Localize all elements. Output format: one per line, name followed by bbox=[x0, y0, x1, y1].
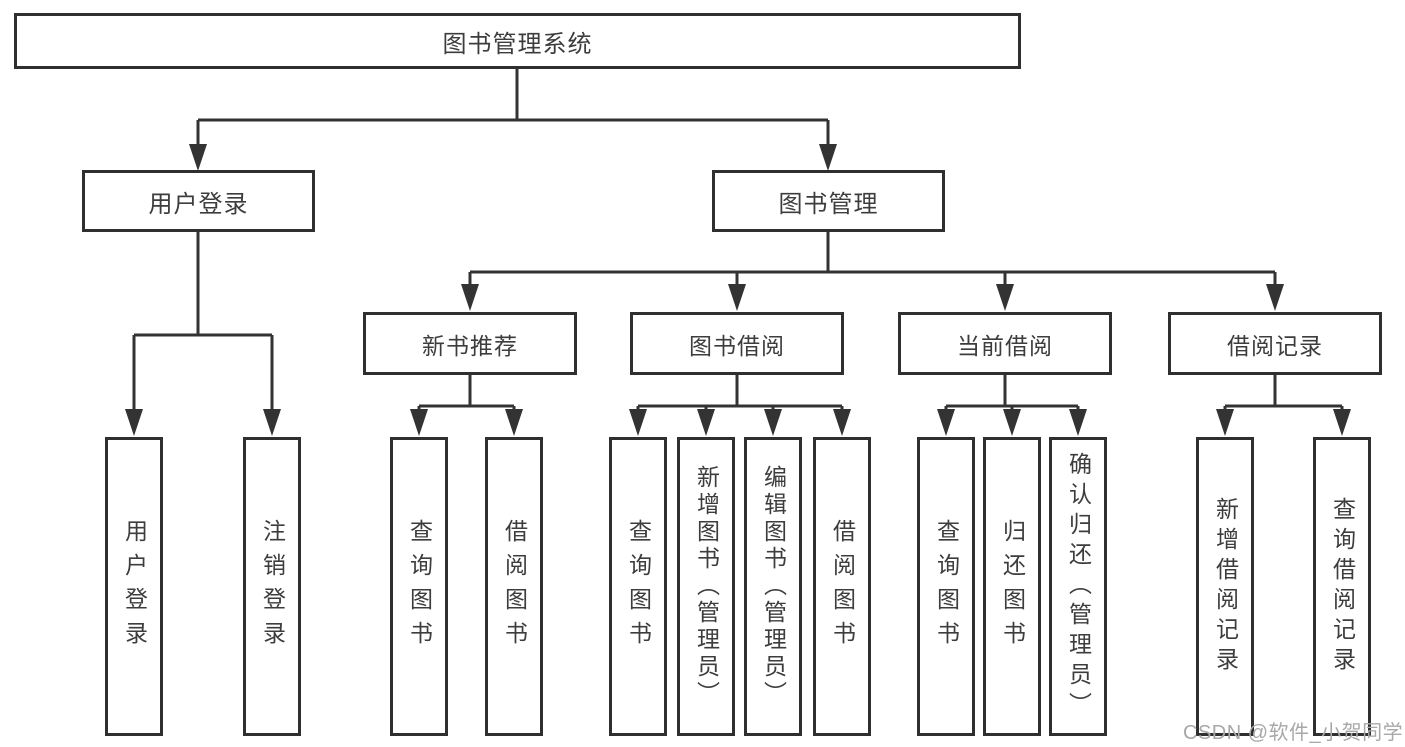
leaf-borrow-books-2: 借阅图书 bbox=[813, 437, 871, 736]
leaf-logout: 注销登录 bbox=[243, 437, 301, 736]
leaf-label: 查询图书 bbox=[933, 518, 960, 655]
node-book-mgmt: 图书管理 bbox=[712, 170, 945, 232]
leaf-label: 确认归还（管理员） bbox=[1065, 451, 1092, 722]
leaf-add-books-admin: 新增图书（管理员） bbox=[677, 437, 735, 736]
arrowhead-icon bbox=[1003, 409, 1021, 436]
leaf-label: 新增图书（管理员） bbox=[693, 465, 720, 708]
leaf-confirm-return-admin: 确认归还（管理员） bbox=[1049, 437, 1107, 736]
arrowhead-icon bbox=[697, 409, 715, 436]
node-current-borrow: 当前借阅 bbox=[898, 312, 1112, 375]
connector-user-login bbox=[132, 232, 274, 411]
arrowhead-icon bbox=[410, 409, 428, 436]
leaf-query-books-1: 查询图书 bbox=[390, 437, 448, 736]
connector-current-borrow bbox=[944, 375, 1080, 411]
leaf-label: 注销登录 bbox=[259, 518, 286, 655]
connector-book-mgmt bbox=[468, 232, 1277, 286]
arrowhead-icon bbox=[263, 409, 281, 436]
connector-new-books bbox=[417, 375, 516, 411]
leaf-borrow-books-1: 借阅图书 bbox=[485, 437, 543, 736]
leaf-label: 归还图书 bbox=[999, 518, 1026, 655]
node-user-login: 用户登录 bbox=[82, 170, 315, 232]
arrowhead-icon bbox=[819, 144, 837, 171]
arrowhead-icon bbox=[1069, 409, 1087, 436]
leaf-query-books-2: 查询图书 bbox=[609, 437, 667, 736]
arrowhead-icon bbox=[1216, 409, 1234, 436]
arrowhead-icon bbox=[996, 284, 1014, 311]
node-book-borrow: 图书借阅 bbox=[630, 312, 844, 375]
node-root: 图书管理系统 bbox=[14, 13, 1021, 69]
watermark: CSDN @软件_小贺同学 bbox=[1183, 722, 1404, 744]
leaf-label: 查询图书 bbox=[406, 518, 433, 655]
leaf-edit-books-admin: 编辑图书（管理员） bbox=[744, 437, 802, 736]
leaf-label: 查询借阅记录 bbox=[1329, 496, 1356, 677]
leaf-label: 借阅图书 bbox=[829, 518, 856, 655]
arrowheads bbox=[125, 144, 1351, 436]
arrowhead-icon bbox=[505, 409, 523, 436]
leaf-return-books: 归还图书 bbox=[983, 437, 1041, 736]
leaf-label: 编辑图书（管理员） bbox=[760, 465, 787, 708]
arrowhead-icon bbox=[937, 409, 955, 436]
arrowhead-icon bbox=[833, 409, 851, 436]
leaf-label: 查询图书 bbox=[625, 518, 652, 655]
leaf-label: 借阅图书 bbox=[501, 518, 528, 655]
arrowhead-icon bbox=[728, 284, 746, 311]
arrowhead-icon bbox=[1266, 284, 1284, 311]
leaf-label: 用户登录 bbox=[121, 518, 148, 655]
arrowhead-icon bbox=[125, 409, 143, 436]
node-new-books: 新书推荐 bbox=[363, 312, 577, 375]
arrowhead-icon bbox=[1333, 409, 1351, 436]
arrowhead-icon bbox=[461, 284, 479, 311]
node-borrow-records: 借阅记录 bbox=[1168, 312, 1382, 375]
connector-book-borrow bbox=[636, 375, 844, 411]
arrowhead-icon bbox=[764, 409, 782, 436]
leaf-query-books-3: 查询图书 bbox=[917, 437, 975, 736]
leaf-add-borrow-record: 新增借阅记录 bbox=[1196, 437, 1254, 736]
connector-borrow-records bbox=[1223, 375, 1344, 411]
leaf-label: 新增借阅记录 bbox=[1212, 496, 1239, 677]
leaf-user-login: 用户登录 bbox=[105, 437, 163, 736]
leaf-query-borrow-record: 查询借阅记录 bbox=[1313, 437, 1371, 736]
arrowhead-icon bbox=[189, 144, 207, 171]
connector-root bbox=[196, 69, 830, 146]
arrowhead-icon bbox=[629, 409, 647, 436]
